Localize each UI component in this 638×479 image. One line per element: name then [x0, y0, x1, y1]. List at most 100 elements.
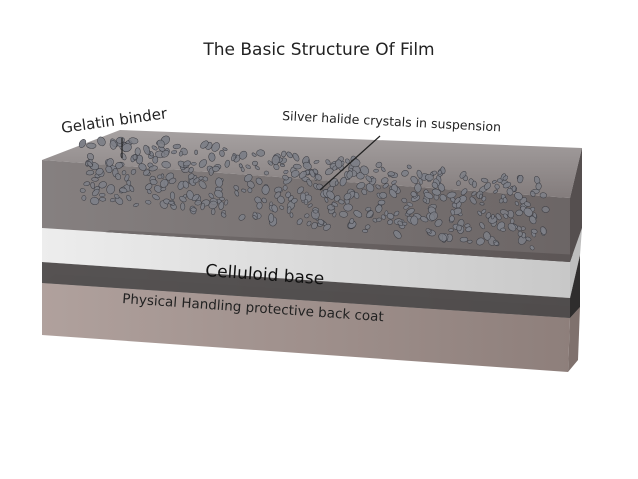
crystal-particle [406, 208, 415, 215]
crystal-particle [332, 212, 337, 218]
crystal-particle [514, 201, 519, 206]
crystal-particle [353, 191, 360, 199]
crystal-particle [152, 194, 160, 201]
crystal-particle [172, 143, 182, 150]
crystal-particle [180, 202, 186, 211]
crystal-particle [156, 139, 165, 148]
crystal-particle [238, 214, 246, 221]
crystal-particle [90, 197, 100, 205]
crystal-particle [283, 169, 289, 175]
crystal-particle [145, 183, 153, 190]
crystal-particle [306, 220, 312, 227]
crystal-particle [191, 194, 200, 201]
crystal-particle [375, 161, 383, 168]
crystal-particle [231, 154, 236, 162]
crystal-particle [168, 200, 175, 205]
crystal-particle [211, 165, 220, 172]
crystal-particle [479, 202, 485, 206]
crystal-particle [198, 159, 207, 168]
crystal-particle [529, 190, 536, 197]
crystal-particle [106, 184, 116, 195]
crystal-particle [493, 189, 498, 194]
crystal-particle [429, 211, 438, 221]
crystal-particle [469, 196, 477, 205]
crystal-particle [98, 181, 107, 189]
crystal-particle [387, 219, 393, 225]
crystal-particle [129, 185, 135, 193]
crystal-particle [525, 236, 532, 242]
crystal-particle [420, 216, 429, 223]
crystal-particle [211, 142, 220, 152]
crystal-particle [418, 178, 423, 185]
crystal-particle [252, 160, 258, 166]
crystal-particle [349, 218, 355, 225]
crystal-particle [170, 191, 175, 200]
crystal-particle [393, 230, 402, 239]
crystal-particle [424, 174, 434, 181]
crystal-particle [502, 175, 509, 181]
crystal-particle [154, 185, 162, 193]
crystal-particle [224, 199, 229, 206]
crystal-particle [410, 215, 419, 226]
crystal-particle [92, 188, 100, 197]
crystal-particle [477, 210, 482, 216]
crystal-particle [168, 177, 177, 185]
crystal-particle [465, 226, 472, 232]
crystal-particle [286, 151, 293, 159]
crystal-particle [514, 192, 523, 201]
crystal-particle [422, 198, 427, 203]
crystal-particle [535, 182, 542, 191]
separator-layer [42, 228, 582, 298]
crystal-particle [186, 190, 194, 200]
crystal-particle [503, 213, 509, 219]
crystal-particle [208, 152, 216, 162]
crystal-particle [539, 192, 547, 199]
crystal-particle [86, 153, 95, 161]
crystal-particle [99, 192, 106, 197]
crystal-particle [381, 214, 386, 220]
crystal-particle [493, 241, 499, 246]
diagram-title: The Basic Structure Of Film [203, 40, 435, 60]
crystal-particle [323, 223, 331, 231]
crystal-particle [106, 158, 114, 167]
crystal-particle [302, 161, 312, 170]
crystal-particle [224, 159, 230, 168]
crystal-particle [241, 188, 247, 193]
crystal-particle [152, 156, 159, 164]
crystal-particle [219, 196, 225, 201]
silver-halide-crystals [78, 135, 550, 251]
crystal-particle [292, 152, 300, 162]
crystal-particle [254, 165, 260, 170]
crystal-particle [439, 194, 447, 202]
crystal-particle [233, 185, 240, 191]
crystal-particle [338, 199, 345, 205]
crystal-particle [459, 171, 467, 179]
crystal-particle [279, 205, 285, 210]
crystal-particle [296, 218, 303, 225]
crystal-particle [314, 174, 322, 181]
crystal-particle [401, 197, 408, 204]
crystal-particle [483, 231, 491, 241]
crystal-particle [157, 174, 163, 179]
crystal-particle [126, 194, 132, 202]
crystal-particle [220, 212, 227, 218]
crystal-particle [431, 181, 439, 189]
crystal-particle [456, 224, 462, 232]
crystal-particle [306, 178, 313, 187]
crystal-particle [285, 191, 291, 198]
crystal-particle [497, 178, 503, 183]
crystal-particle [183, 160, 191, 167]
crystal-particle [459, 236, 469, 243]
crystal-particle [151, 145, 158, 151]
crystal-particle [194, 200, 202, 206]
crystal-particle [188, 166, 194, 174]
crystal-particle [360, 165, 369, 175]
crystal-particle [389, 189, 398, 198]
crystal-particle [296, 186, 305, 194]
crystal-particle [85, 170, 95, 176]
crystal-particle [531, 228, 538, 234]
crystal-particle [434, 219, 443, 227]
crystal-particle [293, 163, 302, 170]
crystal-particle [128, 137, 139, 145]
